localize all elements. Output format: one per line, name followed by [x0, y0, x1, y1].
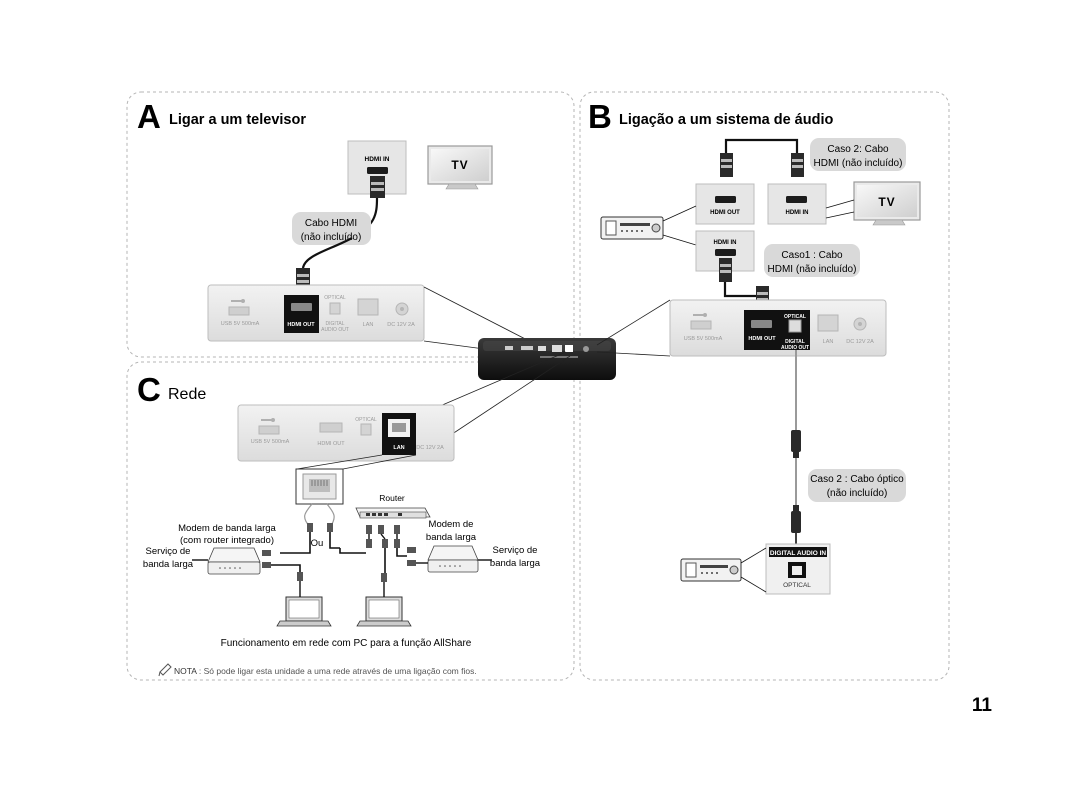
optical-callout-line1: Caso 2 : Cabo óptico [810, 474, 904, 485]
blu-ray-player-rear [478, 338, 616, 380]
panel-a-optical: OPTICAL [324, 295, 346, 301]
panel-b-hdmi-out: HDMI OUT [748, 336, 776, 342]
section-a: A Ligar a um televisor HDMI IN TV Cabo H… [137, 98, 538, 357]
modem-router-label-1: Modem de banda larga [178, 523, 276, 534]
service-left-2: banda larga [143, 559, 194, 570]
av-receiver-icon-top [600, 216, 664, 240]
modem-icon-right [427, 545, 479, 573]
section-c-title: Rede [168, 386, 206, 403]
case1-callout-line1: Caso1 : Cabo [781, 250, 843, 261]
service-left-1: Serviço de [146, 546, 191, 557]
av-receiver-icon-bottom [680, 558, 742, 582]
receiver-hdmi-in-label: HDMI IN [714, 240, 737, 246]
section-c-letter: C [137, 371, 161, 408]
tv-hdmi-in-label: HDMI IN [786, 210, 809, 216]
cable-callout-a-line2: (não incluído) [301, 232, 362, 243]
router-label: Router [379, 493, 405, 503]
tv-label-b: TV [878, 195, 895, 209]
service-right-2: banda larga [490, 558, 541, 569]
modem-label-1: Modem de [429, 519, 474, 530]
router-icon [355, 507, 431, 519]
optical-label-b: OPTICAL [783, 582, 811, 589]
note-label: NOTA [174, 666, 197, 676]
modem-router-label-2: (com router integrado) [180, 535, 274, 546]
panel-c-usb: USB 5V 500mA [251, 439, 290, 445]
panel-a-usb: USB 5V 500mA [221, 321, 260, 327]
service-right-1: Serviço de [493, 545, 538, 556]
usb-icon [231, 299, 245, 303]
panel-c-dc: DC 12V 2A [416, 445, 444, 451]
optical-callout [808, 469, 906, 502]
optical-plug-icon [791, 505, 801, 533]
panel-c-lan: LAN [393, 445, 404, 451]
case2-callout [810, 138, 906, 171]
hdmi-port-icon [367, 167, 388, 174]
laptop-icon-right [356, 596, 412, 627]
note: NOTA : Só pode ligar esta unidade a uma … [174, 666, 477, 676]
panel-a-lan: LAN [363, 322, 374, 328]
panel-c-optical: OPTICAL [355, 417, 377, 423]
tv-hdmi-in-box [767, 183, 827, 225]
modem-icon-left [207, 547, 261, 575]
case1-callout [764, 244, 860, 277]
hdmi-in-label-a: HDMI IN [365, 156, 390, 163]
section-b-frame [579, 91, 950, 681]
optical-callout-line2: (não incluído) [827, 488, 888, 499]
panel-b-optical: OPTICAL [784, 314, 806, 320]
cable-callout-a-line1: Cabo HDMI [305, 218, 357, 229]
section-b: B Ligação a um sistema de áudio Caso 2: … [588, 98, 921, 595]
panel-a-dc: DC 12V 2A [387, 322, 415, 328]
panel-a-audio-out: AUDIO OUT [321, 327, 349, 333]
panel-b-usb: USB 5V 500mA [684, 336, 723, 342]
optical-plug-icon [791, 430, 801, 458]
case2-callout-line1: Caso 2: Cabo [827, 144, 889, 155]
tv-icon-a: TV [427, 145, 493, 190]
modem-label-2: banda larga [426, 532, 477, 543]
or-label: Ou [311, 538, 324, 549]
digital-audio-in-label: DIGITAL AUDIO IN [770, 550, 827, 557]
receiver-hdmi-out-box [695, 183, 755, 225]
panel-b-digital: DIGITAL [785, 339, 805, 345]
case1-callout-line2: HDMI (não incluído) [768, 264, 857, 275]
section-b-title: Ligação a um sistema de áudio [619, 112, 833, 128]
tv-icon-b: TV [853, 181, 921, 226]
case2-callout-line2: HDMI (não incluído) [814, 158, 903, 169]
cable-callout-a [292, 212, 371, 245]
section-c: C Rede USB 5V 500mA HDMI OUT OPTICAL LAN… [137, 351, 571, 677]
panel-c-hdmi-out: HDMI OUT [317, 441, 345, 447]
laptop-icon-left [276, 596, 332, 627]
pencil-icon [158, 663, 172, 677]
panel-b-dc: DC 12V 2A [846, 339, 874, 345]
page-number: 11 [972, 695, 993, 716]
receiver-hdmi-out-label: HDMI OUT [710, 210, 740, 216]
section-a-title: Ligar a um televisor [169, 112, 306, 128]
tv-label-a: TV [451, 158, 468, 172]
panel-a-digital: DIGITAL [325, 321, 344, 327]
section-b-letter: B [588, 98, 612, 135]
section-a-letter: A [137, 98, 161, 135]
note-text: : Só pode ligar esta unidade a uma rede … [197, 666, 477, 676]
section-c-frame [126, 361, 575, 681]
panel-a-hdmi-out: HDMI OUT [287, 322, 315, 328]
panel-b-audio-out: AUDIO OUT [781, 345, 809, 351]
hdmi-plug-icon [370, 176, 385, 198]
rj45-plug-icon [262, 523, 416, 582]
hdmi-out-highlight-a [284, 295, 319, 333]
allshare-caption: Funcionamento em rede com PC para a funç… [221, 638, 472, 649]
section-a-frame [126, 91, 575, 358]
panel-b-lan: LAN [823, 339, 834, 345]
